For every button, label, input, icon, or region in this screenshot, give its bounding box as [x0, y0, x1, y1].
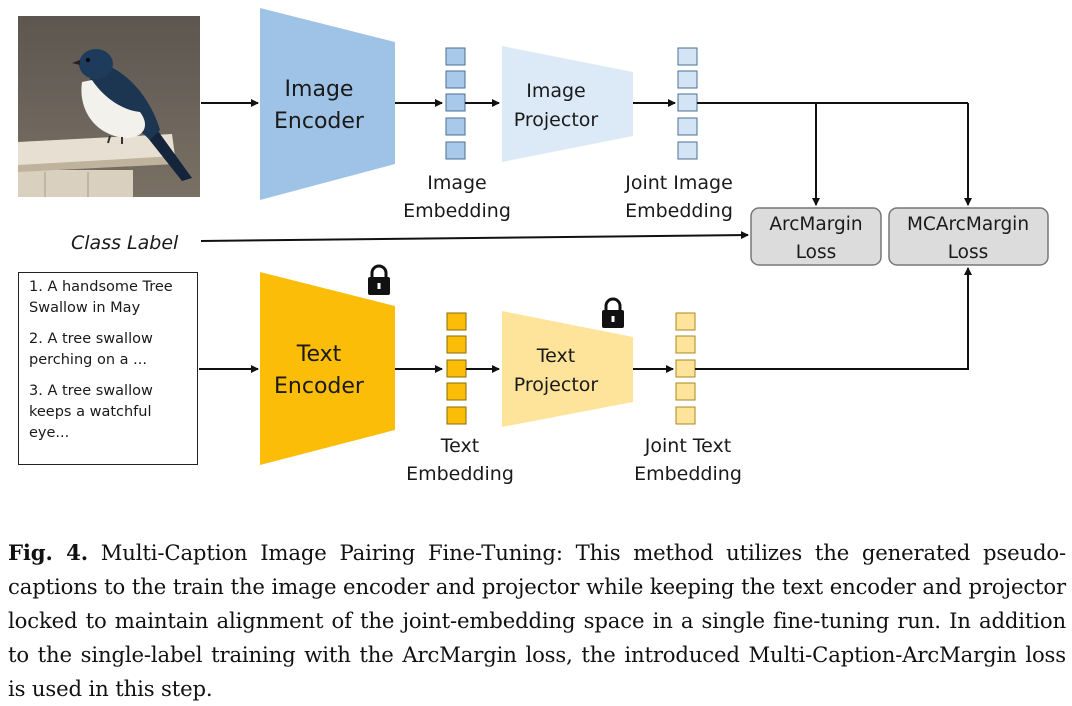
text-encoder-line2: Encoder [274, 374, 365, 399]
figure-label: Fig. 4. [8, 540, 88, 565]
text-embedding-label-line2: Embedding [406, 463, 514, 485]
arrow-joint-text-to-mcarcmargin [695, 267, 972, 370]
image-encoder-line1: Image [285, 77, 354, 102]
joint-image-embedding-label-line1: Joint Image [624, 172, 733, 194]
arcmargin-loss-line2: Loss [796, 242, 837, 263]
text-embedding-label-line1: Text [440, 435, 479, 457]
mcarcmargin-loss-line1: MCArcMargin [907, 214, 1029, 235]
pipeline-diagram: Image Encoder Image Embedding Image Proj… [18, 8, 1049, 485]
text-projector-line1: Text [536, 345, 575, 367]
image-embedding-label-line2: Embedding [403, 200, 511, 222]
figure-caption-text: Multi-Caption Image Pairing Fine-Tuning:… [8, 540, 1066, 701]
text-encoder-line1: Text [296, 342, 342, 367]
image-projector-line1: Image [526, 80, 586, 102]
joint-image-embedding-label-line2: Embedding [625, 200, 733, 222]
text-encoder: Text Encoder [260, 272, 395, 465]
image-projector: Image Projector [502, 46, 633, 162]
text-embedding-vector [446, 312, 467, 425]
figure-caption: Fig. 4. Multi-Caption Image Pairing Fine… [8, 536, 1066, 706]
joint-text-embedding-label-line1: Joint Text [644, 435, 731, 457]
image-embedding-vector [445, 47, 466, 160]
joint-text-embedding-label-line2: Embedding [634, 463, 742, 485]
image-encoder: Image Encoder [260, 8, 395, 200]
lock-icon [368, 264, 390, 295]
mcarcmargin-loss-line2: Loss [948, 242, 989, 263]
joint-text-embedding-vector [675, 312, 696, 425]
image-encoder-line2: Encoder [274, 109, 365, 134]
image-projector-line2: Projector [514, 109, 599, 131]
arrow-class-label-to-arcmargin [200, 231, 749, 242]
bird-photo [18, 16, 200, 197]
joint-image-embedding-vector [677, 47, 698, 160]
lock-icon [602, 297, 624, 328]
caption-item: 1. A handsome Tree Swallow in May [29, 279, 173, 316]
mcarcmargin-loss-box: MCArcMargin Loss [888, 207, 1049, 266]
text-projector-line2: Projector [514, 374, 599, 396]
image-embedding-label-line1: Image [427, 172, 487, 194]
pseudo-captions-box: 1. A handsome Tree Swallow in May 2. A t… [18, 272, 198, 465]
text-projector: Text Projector [502, 311, 633, 427]
caption-item: 3. A tree swallow keeps a watchful eye..… [29, 383, 153, 441]
arcmargin-loss-box: ArcMargin Loss [750, 207, 882, 266]
class-label: Class Label [71, 232, 179, 254]
arcmargin-loss-line1: ArcMargin [769, 214, 862, 235]
caption-item: 2. A tree swallow perching on a ... [29, 331, 153, 368]
